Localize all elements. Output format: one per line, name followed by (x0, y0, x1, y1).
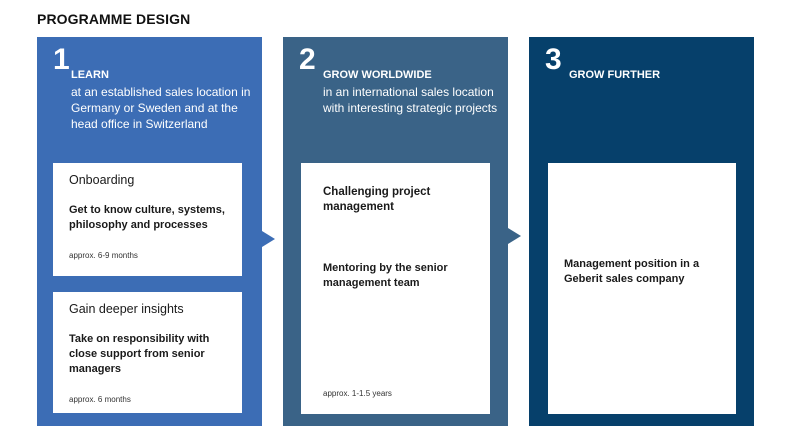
onboarding-duration: approx. 6-9 months (69, 251, 138, 260)
page-title: PROGRAMME DESIGN (37, 11, 191, 27)
grow-worldwide-box: Challenging project management Mentoring… (301, 163, 490, 414)
step-1-number: 1 (53, 43, 70, 76)
step-2-column: 2 GROW WORLDWIDE in an international sal… (283, 37, 508, 426)
step-3-number: 3 (545, 43, 562, 76)
deeper-insights-text: Take on responsibility with close suppor… (69, 333, 210, 375)
deeper-insights-duration: approx. 6 months (69, 395, 131, 404)
deeper-insights-heading: Gain deeper insights (69, 302, 184, 316)
project-management-text: Challenging project management (323, 186, 431, 213)
grow-further-box: Management position in a Geberit sales c… (548, 163, 736, 414)
step-1-description: at an established sales location in Germ… (71, 85, 251, 131)
deeper-insights-box: Gain deeper insights Take on responsibil… (53, 292, 242, 413)
grow-worldwide-duration: approx. 1-1.5 years (323, 389, 392, 398)
onboarding-box: Onboarding Get to know culture, systems,… (53, 163, 242, 276)
onboarding-heading: Onboarding (69, 173, 135, 187)
step-3-column: 3 GROW FURTHER Management position in a … (529, 37, 754, 426)
step-2-number: 2 (299, 43, 316, 76)
arrow-right-icon (508, 228, 521, 244)
step-1-column: 1 LEARN at an established sales location… (37, 37, 262, 426)
step-2-description: in an international sales location with … (323, 85, 498, 115)
step-3-title: GROW FURTHER (569, 69, 661, 81)
management-position-text: Management position in a Geberit sales c… (564, 258, 700, 285)
step-1-title: LEARN (71, 69, 109, 81)
onboarding-text: Get to know culture, systems, philosophy… (69, 204, 225, 231)
arrow-right-icon (262, 231, 275, 247)
mentoring-text: Mentoring by the senior management team (323, 262, 448, 289)
step-2-title: GROW WORLDWIDE (323, 69, 432, 81)
